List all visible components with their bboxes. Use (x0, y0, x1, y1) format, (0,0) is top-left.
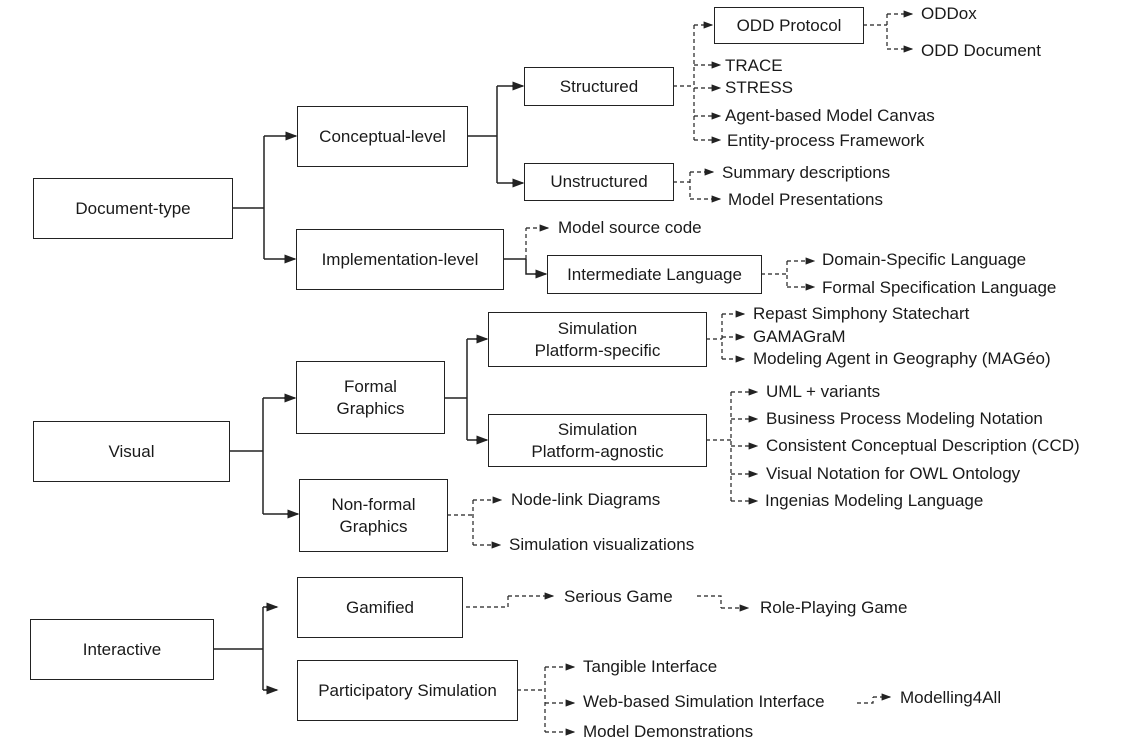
connector-platform-agnostic (706, 392, 732, 501)
node-formal-graphics: Formal Graphics (296, 361, 445, 434)
connector-unstructured (673, 172, 691, 199)
leaf-stress: STRESS (725, 78, 794, 97)
leaf-summary-descriptions: Summary descriptions (722, 163, 891, 182)
leaf-ccd: Consistent Conceptual Description (CCD) (766, 436, 1080, 455)
connector-platform-specific (706, 314, 723, 359)
leaf-model-presentations: Model Presentations (728, 190, 883, 209)
leaf-bpmn: Business Process Modeling Notation (766, 409, 1043, 428)
leaf-role-playing-game: Role-Playing Game (760, 598, 908, 617)
leaf-entity-process: Entity-process Framework (727, 131, 925, 150)
node-platform-specific: Simulation Platform-specific (488, 312, 707, 367)
node-nonformal-graphics: Non-formal Graphics (299, 479, 448, 552)
connector-nonformal (447, 500, 474, 545)
leaf-gamagram: GAMAGraM (753, 327, 846, 346)
node-unstructured: Unstructured (524, 163, 674, 201)
connector-doctype (232, 135, 295, 260)
connector-interactive (213, 606, 276, 691)
leaf-tangible-interface: Tangible Interface (583, 657, 718, 676)
leaf-dsl: Domain-Specific Language (822, 250, 1027, 269)
leaf-model-demonstrations: Model Demonstrations (583, 722, 754, 741)
connector-formal (444, 338, 486, 441)
node-platform-agnostic: Simulation Platform-agnostic (488, 414, 707, 467)
node-odd-protocol: ODD Protocol (714, 7, 864, 44)
connector-web-based (857, 697, 874, 704)
connector-serious-game (697, 595, 722, 608)
leaf-node-link: Node-link Diagrams (511, 490, 661, 509)
connector-structured (673, 25, 695, 140)
node-conceptual-level: Conceptual-level (297, 106, 468, 167)
leaf-model-source-code: Model source code (558, 218, 702, 237)
connector-visual (229, 397, 297, 515)
connector-odd (863, 14, 888, 49)
leaf-serious-game: Serious Game (564, 587, 673, 606)
leaf-sim-visualizations: Simulation visualizations (509, 535, 695, 554)
leaf-modelling4all: Modelling4All (900, 688, 1002, 707)
node-document-type: Document-type (33, 178, 233, 239)
leaf-owl-notation: Visual Notation for OWL Ontology (766, 464, 1021, 483)
leaf-mageo: Modeling Agent in Geography (MAGéo) (753, 349, 1051, 368)
node-interactive: Interactive (30, 619, 214, 680)
connector-gamified (431, 596, 509, 608)
leaf-repast: Repast Simphony Statechart (753, 304, 970, 323)
node-visual: Visual (33, 421, 230, 482)
node-implementation-level: Implementation-level (296, 229, 504, 290)
leaf-uml: UML + variants (766, 382, 881, 401)
node-intermediate-language: Intermediate Language (547, 255, 762, 294)
connector-conceptual (467, 85, 522, 184)
leaf-abm-canvas: Agent-based Model Canvas (725, 106, 935, 125)
connector-intermediate (761, 261, 788, 287)
connector-implementation (503, 258, 545, 275)
node-participatory-simulation: Participatory Simulation (297, 660, 518, 721)
leaf-web-based-interface: Web-based Simulation Interface (583, 692, 825, 711)
leaf-oddox: ODDox (921, 4, 977, 23)
leaf-odd-document: ODD Document (921, 41, 1041, 60)
leaf-trace: TRACE (725, 56, 783, 75)
node-structured: Structured (524, 67, 674, 106)
leaf-ingenias: Ingenias Modeling Language (765, 491, 984, 510)
leaf-formal-spec-language: Formal Specification Language (822, 278, 1057, 297)
node-gamified: Gamified (297, 577, 463, 638)
